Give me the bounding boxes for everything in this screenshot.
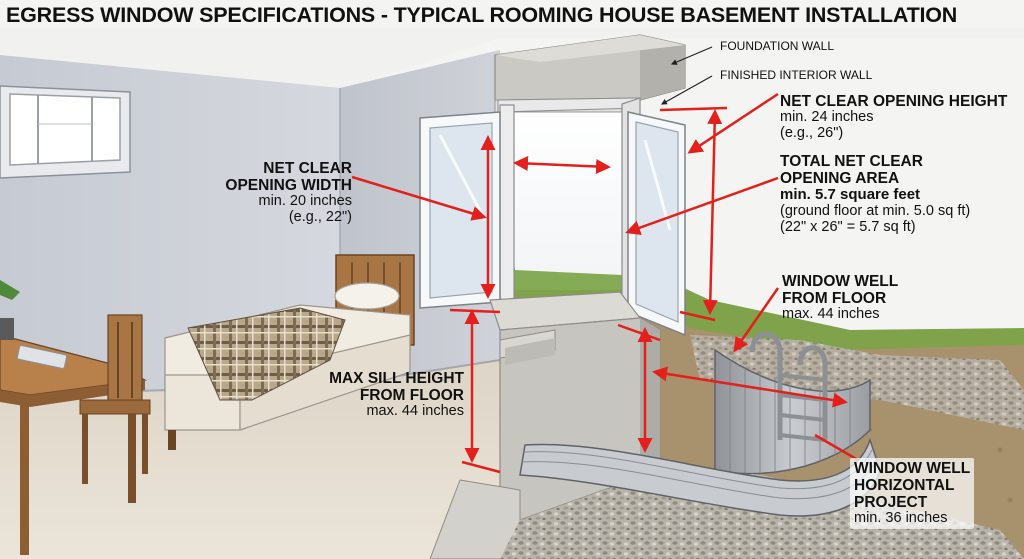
- dimension-arrows: [351, 92, 859, 474]
- net-clear-height-min: min. 24 inches: [780, 109, 874, 126]
- callout-well-from-floor: WINDOW WELL FROM FLOOR max. 44 inches: [782, 273, 898, 323]
- well-from-floor-max: max. 44 inches: [782, 306, 880, 323]
- callout-well-horizontal-project: WINDOW WELL HORIZONTAL PROJECT min. 36 i…: [850, 458, 975, 530]
- total-area-heading-2: OPENING AREA: [780, 170, 900, 188]
- net-clear-width-min: min. 20 inches: [258, 193, 353, 210]
- net-clear-width-heading-1: NET CLEAR: [263, 160, 352, 177]
- small-basement-window: [0, 85, 131, 179]
- well-horizontal-heading-2: HORIZONTAL: [854, 477, 955, 495]
- well-from-floor-heading-2: FROM FLOOR: [782, 290, 887, 308]
- callout-net-clear-height: NET CLEAR OPENING HEIGHT min. 24 inches …: [780, 93, 1007, 142]
- total-area-calc: (22" x 26" = 5.7 sq ft): [780, 218, 916, 235]
- net-clear-width-example: (e.g., 22"): [288, 209, 352, 226]
- max-sill-max: max. 44 inches: [366, 403, 464, 420]
- total-area-min: min. 5.7 square feet: [780, 186, 921, 204]
- well-from-floor-heading-1: WINDOW WELL: [782, 273, 899, 290]
- well-horizontal-heading-3: PROJECT: [854, 494, 928, 512]
- chair: [79, 314, 151, 484]
- total-area-ground-floor: (ground floor at min. 5.0 sq ft): [780, 202, 971, 219]
- callout-max-sill-height: MAX SILL HEIGHT FROM FLOOR max. 44 inche…: [300, 370, 464, 420]
- label-foundation-wall: FOUNDATION WALL: [720, 39, 835, 53]
- label-finished-interior-wall: FINISHED INTERIOR WALL: [720, 68, 873, 82]
- bed: [164, 254, 415, 450]
- well-horizontal-min: min. 36 inches: [854, 510, 948, 527]
- net-clear-width-heading-2: OPENING WIDTH: [225, 177, 352, 195]
- callout-total-area: TOTAL NET CLEAR OPENING AREA min. 5.7 sq…: [780, 153, 970, 235]
- net-clear-height-heading: NET CLEAR OPENING HEIGHT: [780, 93, 1008, 110]
- total-area-heading-1: TOTAL NET CLEAR: [780, 153, 923, 170]
- desk: [0, 280, 151, 555]
- max-sill-heading-2: FROM FLOOR: [359, 387, 464, 405]
- net-clear-height-example: (e.g., 26"): [780, 124, 844, 141]
- well-horizontal-heading-1: WINDOW WELL: [854, 460, 971, 477]
- callout-net-clear-width: NET CLEAR OPENING WIDTH min. 20 inches (…: [200, 160, 352, 226]
- page-title: EGRESS WINDOW SPECIFICATIONS - TYPICAL R…: [6, 3, 958, 27]
- max-sill-heading-1: MAX SILL HEIGHT: [329, 370, 464, 387]
